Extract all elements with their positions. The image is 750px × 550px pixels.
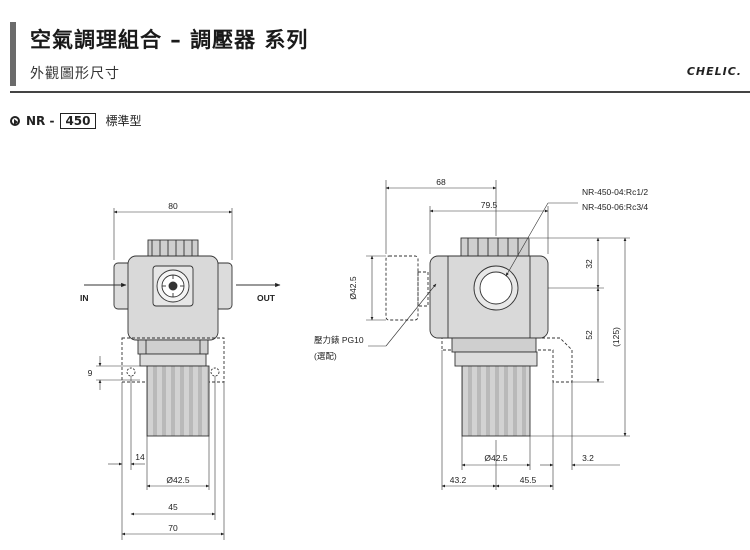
- front-top-cap: [147, 239, 199, 257]
- front-lock-ring: [139, 353, 207, 367]
- front-view-labels: 80 IN OUT 9 14 Ø42.5 45 70: [80, 201, 276, 533]
- side-port-note-2: NR-450-06:Rc3/4: [582, 202, 648, 212]
- page-subtitle: 外觀圖形尺寸: [30, 66, 120, 82]
- model-code-box: 450: [60, 112, 96, 129]
- brand-logo: CHELIC.: [686, 65, 742, 78]
- side-knob: [461, 365, 531, 437]
- side-gauge-label: 壓力錶 PG10: [314, 335, 364, 345]
- page-title: 空氣調理組合 – 調壓器 系列: [30, 28, 309, 52]
- front-dim-knob-dia: Ø42.5: [166, 475, 189, 485]
- front-dim-bottom-small: 14: [135, 452, 145, 462]
- side-view: [366, 180, 630, 490]
- play-circle-icon: [10, 115, 20, 126]
- front-dim-width: 80: [168, 201, 178, 211]
- front-view: [84, 208, 281, 540]
- header-rule: [10, 91, 750, 93]
- side-dim-52: 52: [584, 330, 594, 340]
- side-gauge-dia: Ø42.5: [348, 276, 358, 299]
- side-nut: [451, 337, 537, 353]
- side-dim-125: (125): [611, 327, 621, 347]
- side-dim-45-5: 45.5: [520, 475, 537, 485]
- front-dim-panel: 9: [88, 368, 93, 378]
- side-dim-3-2: 3.2: [582, 453, 594, 463]
- front-dim-mount: 45: [168, 502, 178, 512]
- model-type: 標準型: [105, 114, 142, 128]
- side-view-labels: 68 79.5 NR-450-04:Rc1/2 NR-450-06:Rc3/4 …: [314, 177, 648, 485]
- side-dim-top: 68: [436, 177, 446, 187]
- side-gauge: [385, 255, 419, 321]
- side-port-note-1: NR-450-04:Rc1/2: [582, 187, 648, 197]
- side-dim-32: 32: [584, 259, 594, 269]
- front-knob: [146, 365, 210, 437]
- side-dim-43-2: 43.2: [450, 475, 467, 485]
- front-in-label: IN: [80, 293, 89, 303]
- front-dim-overall: 70: [168, 523, 178, 533]
- side-dim-depth: 79.5: [481, 200, 498, 210]
- model-prefix: NR -: [26, 113, 55, 128]
- side-lock-ring: [454, 351, 538, 367]
- model-heading: NR - 450 標準型: [10, 112, 142, 129]
- header-accent-bar: [10, 22, 16, 86]
- side-gauge-option: (選配): [314, 351, 337, 361]
- front-nut: [137, 339, 209, 355]
- side-dim-knob-dia: Ø42.5: [484, 453, 507, 463]
- front-out-label: OUT: [257, 293, 276, 303]
